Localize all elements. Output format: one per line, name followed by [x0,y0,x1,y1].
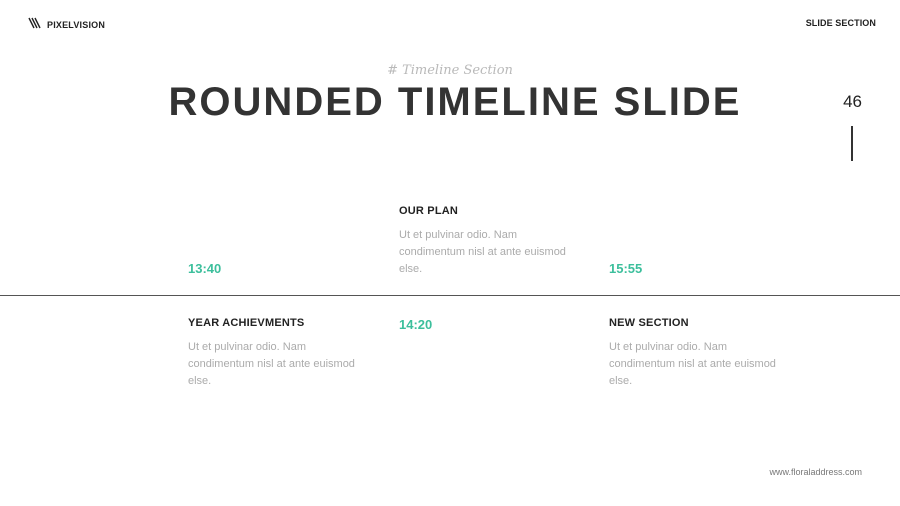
timeline-time-2: 14:20 [399,317,433,332]
stripes-logo-icon [28,16,41,34]
subtitle: # Timeline Section [387,63,513,78]
page-title: ROUNDED TIMELINE SLIDE [168,80,742,124]
section-label: SLIDE SECTION [805,18,876,28]
brand: PIXELVISION [28,16,105,34]
timeline-line [0,295,900,296]
page-number-divider [851,126,853,161]
timeline-body-2: Ut et pulvinar odio. Nam condimentum nis… [399,229,566,275]
footer-url[interactable]: www.floraladdress.com [769,467,862,477]
timeline-title-1: YEAR ACHIEVMENTS [188,317,305,329]
page-number: 46 [843,92,862,111]
brand-name: PIXELVISION [47,20,106,30]
timeline-time-3: 15:55 [609,261,643,276]
timeline-body-1: Ut et pulvinar odio. Nam condimentum nis… [188,341,355,387]
timeline-title-2: OUR PLAN [399,205,459,217]
timeline-body-3: Ut et pulvinar odio. Nam condimentum nis… [609,341,776,387]
timeline-title-3: NEW SECTION [609,317,689,329]
timeline-time-1: 13:40 [188,261,222,276]
